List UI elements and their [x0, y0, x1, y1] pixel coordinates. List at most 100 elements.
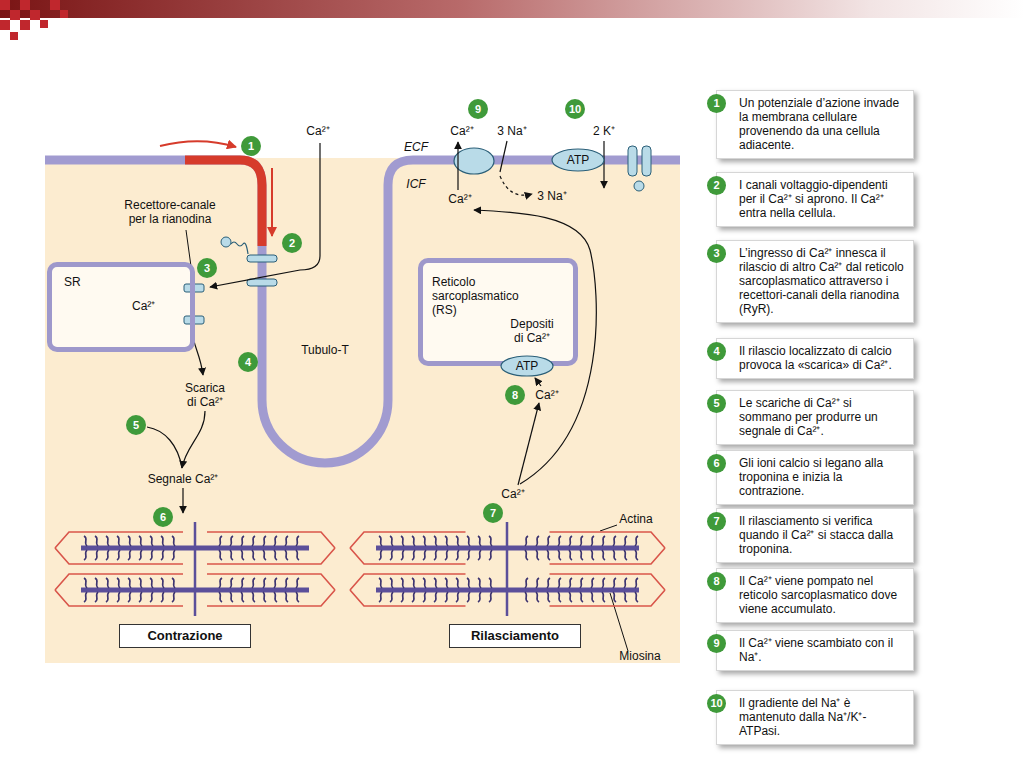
- ca-flow-arrow: [518, 403, 539, 485]
- myosin-head: [390, 550, 393, 560]
- step-text: Il gradiente del Na⁺ è mantenuto dalla N…: [739, 696, 907, 738]
- actin-filament: [55, 548, 183, 564]
- myosin-head: [456, 592, 459, 602]
- ca-flow-arrow: [182, 488, 183, 513]
- step-text: Gli ioni calcio si legano alla troponina…: [739, 456, 907, 498]
- process-label: Segnale Ca²⁺: [148, 472, 219, 486]
- compartment-label: ICF: [406, 177, 425, 191]
- myosin-head: [128, 592, 131, 602]
- myosin-head: [456, 536, 459, 546]
- myosin-head: [161, 550, 164, 560]
- myosin-head: [489, 578, 492, 588]
- step-box: 9Il Ca²⁺ viene scambiato con il Na⁺.: [716, 630, 914, 671]
- myosin-head: [263, 578, 266, 588]
- ca-atpase: ATP: [500, 355, 554, 377]
- myosin-head: [547, 592, 550, 602]
- myosin-head: [624, 592, 627, 602]
- step-number: 8: [707, 572, 726, 591]
- myosin-head: [489, 550, 492, 560]
- ca-channel: [247, 279, 277, 286]
- myosin-head: [536, 592, 539, 602]
- myosin-head: [467, 536, 470, 546]
- myosin-head: [150, 550, 153, 560]
- myosin-head: [580, 536, 583, 546]
- myosin-head: [613, 578, 616, 588]
- myosin-head: [84, 578, 87, 588]
- process-label: Scarica di Ca²⁺: [179, 381, 231, 409]
- myosin-head: [489, 592, 492, 602]
- myosin-head: [478, 550, 481, 560]
- step-number: 3: [707, 244, 726, 263]
- callout-number: 7: [483, 503, 503, 523]
- myosin-head: [241, 550, 244, 560]
- myosin-head: [106, 578, 109, 588]
- myosin-head: [219, 536, 222, 546]
- na-flow-arrow: [500, 176, 532, 195]
- myosin-head: [274, 592, 277, 602]
- callout-number: 10: [565, 99, 585, 119]
- checker-decoration: [0, 0, 68, 40]
- leader-line: [600, 525, 617, 531]
- na-k-atpase: ATP: [551, 148, 605, 172]
- step-number: 5: [707, 394, 726, 413]
- myosin-head: [478, 536, 481, 546]
- myosin-head: [456, 578, 459, 588]
- myosin-head: [434, 592, 437, 602]
- myosin-head: [150, 578, 153, 588]
- ion-label: 3 Na⁺: [497, 124, 526, 138]
- atp-label: ATP: [500, 355, 554, 377]
- sarcoplasmic-reticulum: SRCa²⁺: [47, 262, 195, 352]
- myosin-head: [230, 550, 233, 560]
- myosin-head: [106, 592, 109, 602]
- ion-label: 2 K⁺: [593, 124, 615, 138]
- myosin-head: [591, 550, 594, 560]
- myosin-head: [569, 592, 572, 602]
- callout-number: 6: [153, 507, 173, 527]
- myosin-head: [172, 578, 175, 588]
- channel-gate: [221, 237, 231, 247]
- myosin-head: [95, 592, 98, 602]
- step-number: 9: [707, 634, 726, 653]
- m-line: [194, 522, 197, 616]
- ca-flow-arrow: [535, 378, 541, 386]
- state-box: Rilasciamento: [449, 624, 581, 648]
- myosin-head: [230, 592, 233, 602]
- myosin-head: [624, 536, 627, 546]
- myosin-head: [139, 550, 142, 560]
- myosin-head: [296, 592, 299, 602]
- myosin-head: [602, 550, 605, 560]
- myosin-head: [139, 578, 142, 588]
- na-ca-exchanger: [454, 148, 494, 174]
- myosin-head: [150, 592, 153, 602]
- myosin-head: [390, 536, 393, 546]
- callout-number: 5: [126, 415, 146, 435]
- step-text: Il Ca²⁺ viene scambiato con il Na⁺.: [739, 636, 907, 664]
- step-text: Il rilascio localizzato di calcio provoc…: [739, 344, 907, 372]
- myosin-head: [379, 578, 382, 588]
- myosin-head: [525, 592, 528, 602]
- cell-interior: [45, 158, 680, 663]
- myosin-head: [434, 578, 437, 588]
- sr-interior: [49, 264, 193, 350]
- myosin-head: [624, 578, 627, 588]
- store-label: Depositi di Ca²⁺: [506, 317, 558, 345]
- myosin-head: [263, 536, 266, 546]
- callout-number: 9: [468, 99, 488, 119]
- myosin-head: [252, 592, 255, 602]
- step-number: 1: [707, 94, 726, 113]
- myosin-head: [467, 592, 470, 602]
- myosin-head: [274, 536, 277, 546]
- myosin-head: [95, 550, 98, 560]
- myosin-head: [219, 550, 222, 560]
- step-text: Il rilasciamento si verifica quando il C…: [739, 514, 907, 556]
- myosin-head: [613, 550, 616, 560]
- myosin-head: [241, 578, 244, 588]
- ion-channel: [628, 146, 637, 176]
- myosin-head: [445, 592, 448, 602]
- myosin-head: [172, 536, 175, 546]
- myosin-head: [569, 578, 572, 588]
- ion-label: Ca²⁺: [306, 124, 329, 138]
- myosin-head: [161, 578, 164, 588]
- myosin-head: [401, 578, 404, 588]
- myosin-head: [423, 550, 426, 560]
